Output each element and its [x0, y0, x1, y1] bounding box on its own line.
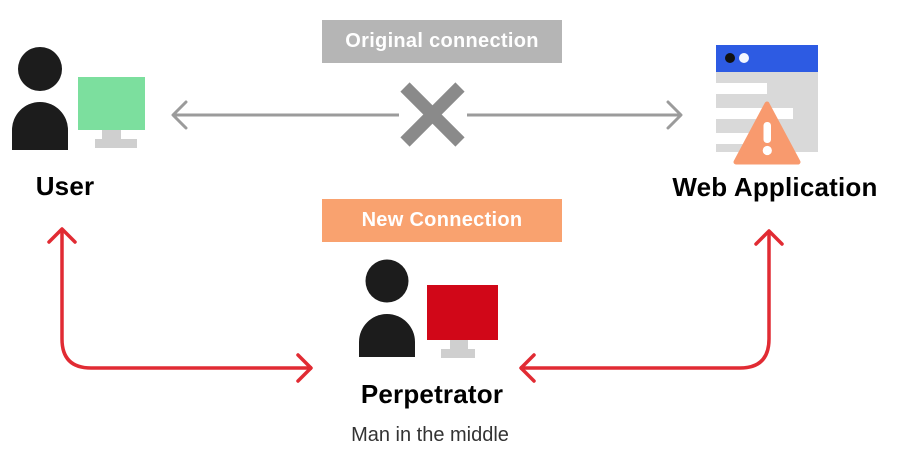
new-connection-badge: New Connection — [322, 199, 562, 242]
perpetrator-monitor-icon — [427, 285, 498, 358]
blocked-x-icon — [400, 82, 465, 147]
gray-arrowhead-left-icon — [171, 100, 188, 130]
user-monitor-icon — [78, 77, 145, 148]
perpetrator-person-body — [359, 314, 415, 357]
perpetrator-monitor-base — [441, 349, 475, 358]
red-arrowhead-right-icon — [296, 353, 313, 383]
perpetrator-monitor-screen — [427, 285, 498, 340]
user-monitor-base — [95, 139, 137, 148]
warning-triangle-icon — [733, 101, 801, 165]
browser-content-line — [716, 83, 767, 94]
perpetrator-label: Perpetrator — [360, 379, 504, 409]
user-person-body — [12, 102, 68, 150]
red-elbow-right — [520, 231, 771, 370]
user-monitor-screen — [78, 77, 145, 130]
original-connection-arrow — [171, 100, 683, 130]
perpetrator-person-head — [365, 259, 409, 303]
browser-content-line — [716, 108, 793, 119]
browser-dot-light-icon — [739, 53, 749, 63]
perpetrator-sublabel: Man in the middle — [351, 424, 509, 446]
browser-dot-dark-icon — [725, 53, 735, 63]
user-label: User — [35, 171, 95, 201]
blocked-x-strokes — [400, 82, 465, 147]
red-arrowhead-left-icon — [519, 353, 536, 383]
user-perpetrator-arrow — [47, 227, 313, 383]
user-person-icon — [12, 47, 68, 150]
web-application-label: Web Application — [672, 172, 878, 202]
red-arrowhead-up-right-icon — [754, 229, 784, 246]
user-workstation-icon — [12, 47, 145, 150]
warning-exclamation-dot — [762, 145, 772, 156]
warning-exclamation-bar — [763, 122, 771, 143]
perpetrator-person-icon — [359, 259, 415, 357]
user-monitor-neck — [102, 130, 121, 139]
user-person-head — [18, 47, 62, 91]
webapp-perpetrator-arrow — [519, 229, 784, 383]
red-elbow-left — [60, 229, 312, 370]
original-connection-badge-label: Original connection — [345, 30, 539, 52]
perpetrator-monitor-neck — [450, 340, 468, 349]
original-connection-badge: Original connection — [322, 20, 562, 63]
red-arrowhead-up-left-icon — [47, 227, 77, 244]
gray-arrowhead-right-icon — [666, 100, 683, 130]
new-connection-badge-label: New Connection — [361, 209, 523, 231]
